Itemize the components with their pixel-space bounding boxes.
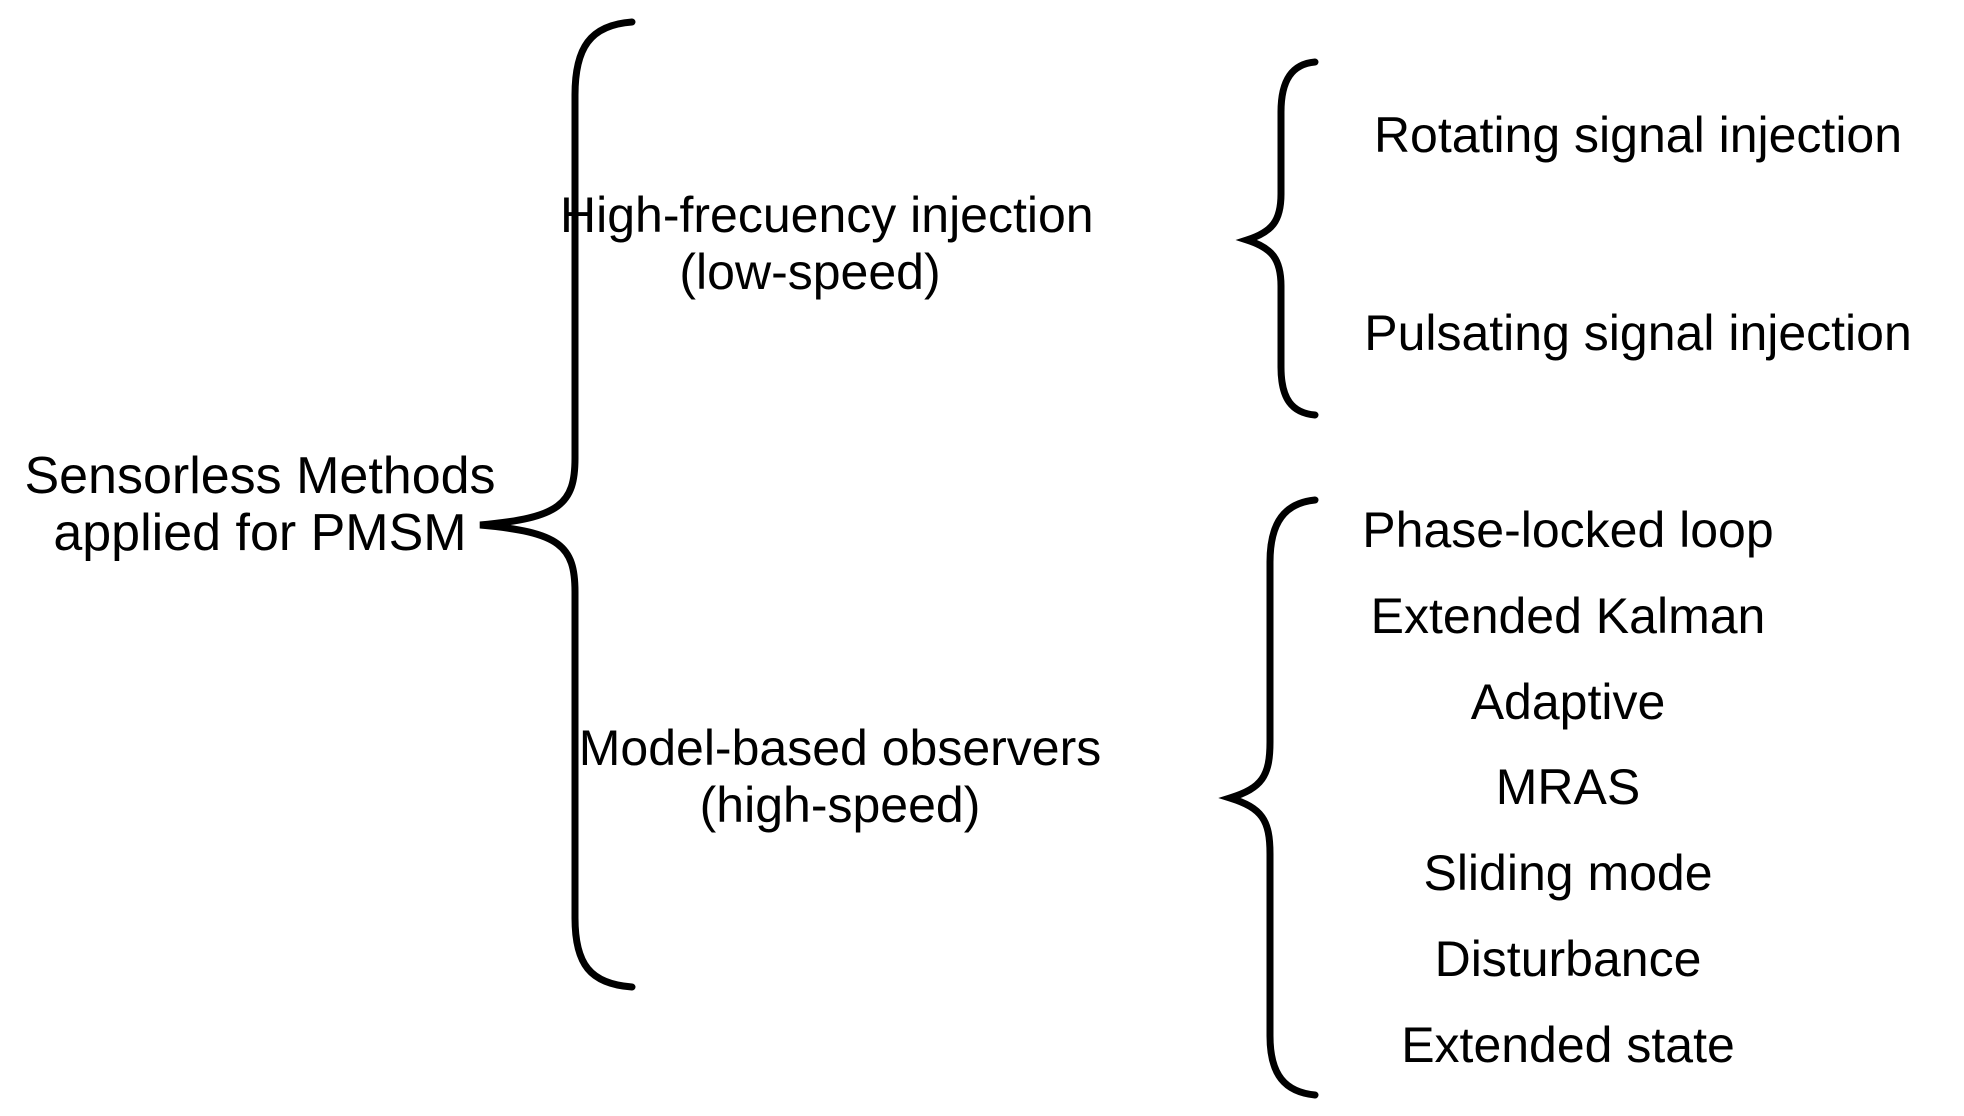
method-item-phase-locked-loop: Phase-locked loop [1362,502,1774,558]
model-observers-label: Model-based observers (high-speed) [560,720,1120,834]
method-item-extended-state: Extended state [1401,1016,1735,1073]
model-observers-label-line1: Model-based observers [578,720,1102,776]
method-item-disturbance: Disturbance [1434,930,1702,987]
method-item-extended-kalman: Extended Kalman [1370,587,1766,644]
root-label: Sensorless Methods applied for PMSM [0,448,520,562]
method-item-mras: MRAS [1495,759,1641,816]
hf-injection-brace [1235,58,1319,419]
model-observers-label-line2: (high-speed) [699,777,981,833]
method-item-pulsating-injection: Pulsating signal injection [1364,305,1912,361]
hf-injection-label: High-frecuency injection (low-speed) [560,187,1094,301]
root-label-line1: Sensorless Methods [24,447,496,505]
hf-injection-label-line2: (low-speed) [679,244,941,300]
model-observers-list: Phase-locked loop Extended Kalman Adapti… [1288,488,1848,1089]
root-brace [479,18,636,991]
model-observers-brace [1218,496,1319,1099]
method-item-sliding-mode: Sliding mode [1423,845,1713,902]
hf-injection-label-line1: High-frecuency injection [560,187,1094,243]
method-item-rotating-injection: Rotating signal injection [1373,107,1903,163]
root-label-line2: applied for PMSM [53,504,467,562]
method-item-adaptive: Adaptive [1470,673,1666,730]
